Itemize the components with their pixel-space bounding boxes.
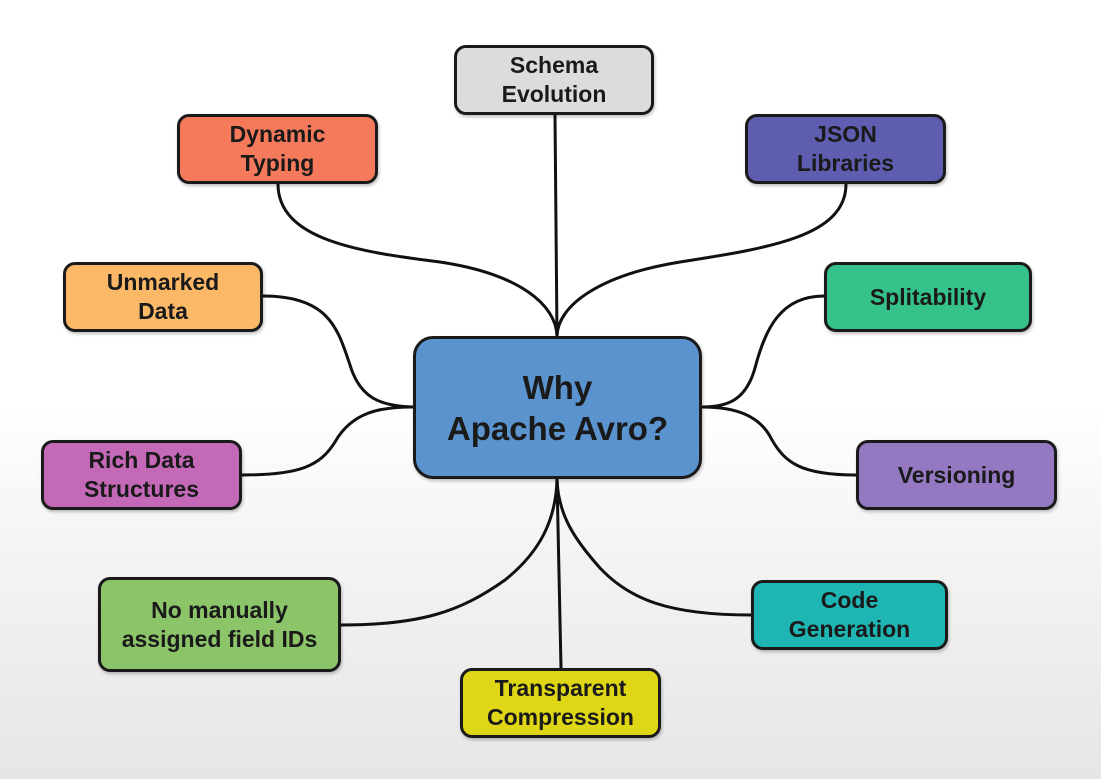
topic-dynamic-typing: Dynamic Typing — [177, 114, 378, 184]
topic-json-libraries: JSON Libraries — [745, 114, 946, 184]
connector-json-libraries — [555, 182, 848, 338]
topic-code-generation: Code Generation — [751, 580, 948, 650]
connector-code-generation — [555, 477, 753, 617]
connector-no-manual-ids — [339, 477, 559, 627]
topic-transparent-compression: Transparent Compression — [460, 668, 661, 738]
topic-no-manual-field-ids: No manually assigned field IDs — [98, 577, 341, 672]
topic-rich-data-structures: Rich Data Structures — [41, 440, 242, 510]
topic-unmarked-data: Unmarked Data — [63, 262, 263, 332]
connector-dynamic-typing — [276, 182, 559, 338]
central-topic-node: Why Apache Avro? — [413, 336, 702, 479]
topic-schema-evolution: Schema Evolution — [454, 45, 654, 115]
topic-splitability: Splitability — [824, 262, 1032, 332]
topic-versioning: Versioning — [856, 440, 1057, 510]
connector-rich-data — [240, 405, 415, 477]
connector-splitability — [700, 294, 826, 409]
connector-schema-evolution — [553, 113, 559, 338]
connector-transparent-compression — [555, 477, 563, 670]
connector-unmarked-data — [261, 294, 415, 409]
connector-versioning — [700, 405, 858, 477]
